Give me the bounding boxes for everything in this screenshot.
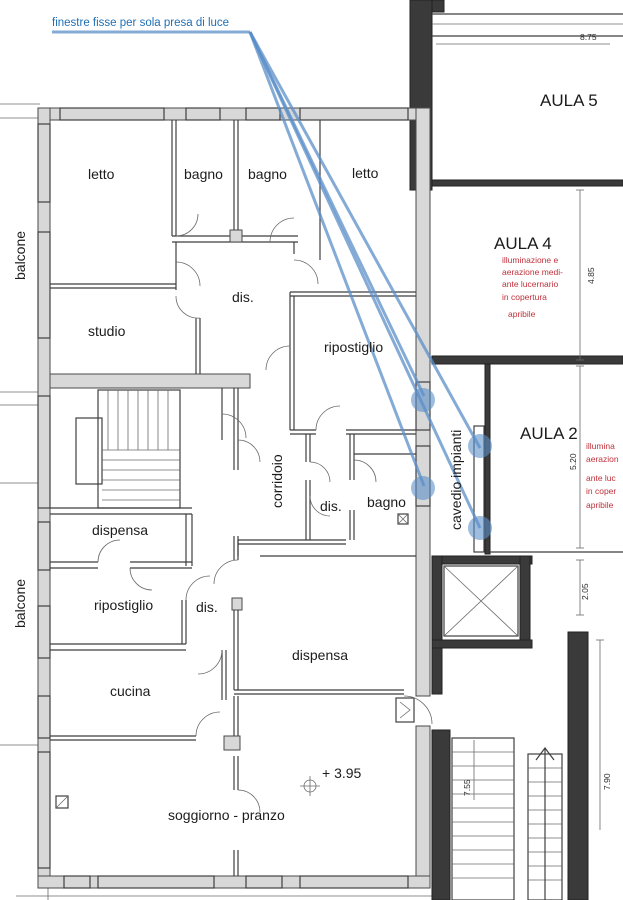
room-label-dis: dis. (196, 599, 218, 615)
aula-2-note-line: illumina (586, 441, 615, 451)
room-label-balcone: balcone (12, 231, 28, 280)
room-label-dis: dis. (232, 289, 254, 305)
aula-5-label: AULA 5 (540, 91, 598, 110)
dimension-top: 8.75 (580, 32, 597, 42)
aula-2-note: illumina aerazion ante luc in coper apri… (586, 441, 619, 510)
aula-2-note-line: in coper (586, 486, 616, 496)
fixed-window-marker (411, 388, 435, 412)
room-label-balcone: balcone (12, 579, 28, 628)
fixed-window-marker (468, 516, 492, 540)
room-label-letto: letto (88, 166, 115, 182)
room-label-bagno: bagno (248, 166, 287, 182)
room-label-bagno: bagno (367, 494, 406, 510)
room-label-bagno: bagno (184, 166, 223, 182)
stair-steps-left (102, 390, 180, 501)
fixed-window-marker (468, 434, 492, 458)
aula-4-note: illuminazione e aerazione medi- ante luc… (502, 255, 563, 319)
room-label-dispensa: dispensa (92, 522, 148, 538)
room-label-studio: studio (88, 323, 126, 339)
aule-block (409, 0, 623, 616)
dimension-stair-gap: 2.05 (580, 583, 590, 600)
room-label-letto: letto (352, 165, 379, 181)
fixed-window-marker (411, 476, 435, 500)
aula-4-note-line: ante lucernario (502, 279, 559, 289)
room-label-dispensa: dispensa (292, 647, 348, 663)
aula-4-note-line: illuminazione e (502, 255, 558, 265)
room-label-cavedio: cavedio impianti (448, 430, 464, 530)
interior-partitions (49, 120, 433, 876)
aula-2-note-line: apribile (586, 500, 614, 510)
apartment-walls (37, 107, 485, 889)
room-label-ripostiglio: ripostiglio (324, 339, 383, 355)
dimension-aula2: 5.20 (568, 453, 578, 470)
dimension-aula4: 4.85 (586, 267, 596, 284)
aula-2-label: AULA 2 (520, 424, 578, 443)
aula-4-label: AULA 4 (494, 234, 552, 253)
room-label-dis: dis. (320, 498, 342, 514)
room-label-cucina: cucina (110, 683, 151, 699)
callout-leaders (52, 30, 492, 540)
room-label-ripostiglio: ripostiglio (94, 597, 153, 613)
aula-4-note-line: apribile (508, 309, 536, 319)
aula-4-note-line: in copertura (502, 292, 547, 302)
aula-2-note-line: ante luc (586, 473, 617, 483)
callout-text: finestre fisse per sola presa di luce (52, 17, 229, 29)
room-label-soggiorno: soggiorno - pranzo (168, 807, 285, 823)
aula-4-note-line: aerazione medi- (502, 267, 563, 277)
dimension-stair-right: 7.90 (602, 773, 612, 790)
dimension-stair-left: 7.55 (462, 779, 472, 796)
stair-steps-right (451, 737, 563, 900)
aula-2-note-line: aerazion (586, 454, 619, 464)
elevation-label: + 3.95 (322, 765, 362, 781)
room-label-corridoio: corridoio (269, 454, 285, 508)
service-block (431, 555, 604, 900)
